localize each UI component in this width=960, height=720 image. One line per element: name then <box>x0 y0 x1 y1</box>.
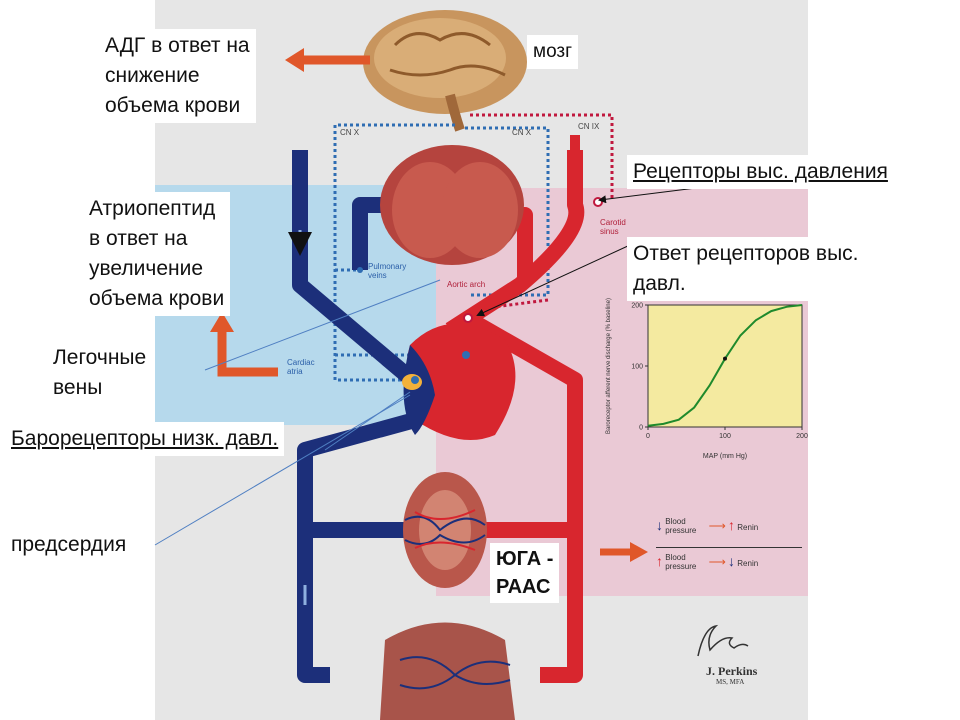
arrow-right-icon: ⟶ <box>708 555 726 569</box>
chart-y-tick-label: 100 <box>631 364 643 371</box>
vena-cava <box>297 412 418 683</box>
brain-label: мозг <box>527 35 579 69</box>
chart-x-tick-label: 200 <box>796 433 808 440</box>
high-pressure-response-label: Ответ рецепторов выс.давл. <box>627 237 865 301</box>
baroreceptor-chart: 0 100 200 0 100 200 MAP (mm Hg) Baroreceptor … <box>606 298 808 460</box>
artist-signature: J. Perkins MS, MFA <box>690 622 770 692</box>
brain-illustration <box>363 10 527 132</box>
arrow-right-icon: ⟶ <box>708 519 726 533</box>
cn-x-left-nerve <box>333 123 455 382</box>
chart-ylabel: Baroreceptor afferent nerve discharge (%… <box>606 298 612 434</box>
intestine-illustration <box>380 622 515 720</box>
arrow-down-icon: ↓ <box>728 553 736 569</box>
atria-label: предсердия <box>5 528 133 562</box>
high-pressure-receptors-label: Рецепторы выс. давления <box>627 155 894 189</box>
carotid-artery <box>445 150 585 337</box>
leader-pulmonary <box>204 279 441 371</box>
artist-name: J. Perkins <box>706 664 758 678</box>
leader-low-baro <box>324 391 411 451</box>
legend-divider <box>656 547 802 548</box>
leader-high-response <box>476 244 631 317</box>
cn-x-right-label: CN X <box>512 128 532 137</box>
leader-atria <box>154 394 411 546</box>
chart-plot-area <box>647 304 803 428</box>
cn-ix-nerve <box>470 113 614 200</box>
chart-x-tick-label: 100 <box>719 433 731 440</box>
chart-point <box>723 356 727 361</box>
atriopeptide-arrow <box>217 330 278 377</box>
arrow-up-icon: ↑ <box>728 517 736 533</box>
arrow-down-icon: ↓ <box>656 517 663 533</box>
chart-y-tick-label: 0 <box>639 425 643 432</box>
chart-xlabel: MAP (mm Hg) <box>703 453 747 460</box>
chart-y-tick-label: 200 <box>631 303 643 310</box>
chart-x-tick-label: 0 <box>646 433 650 440</box>
cn-x-left-label: CN X <box>340 128 360 137</box>
kidney-illustration <box>403 472 487 588</box>
netter-signature-mark <box>697 624 749 657</box>
heart-illustration <box>380 145 524 440</box>
jga-raas-label: ЮГА -РААС <box>490 543 560 603</box>
low-pressure-baroreceptors-label: Барорецепторы низк. давл. <box>5 422 285 456</box>
aortic-arch-label: Aortic arch <box>447 280 486 289</box>
jugular-vein <box>292 150 416 385</box>
arrow-up-icon: ↑ <box>656 553 663 569</box>
cn-ix-label: CN IX <box>578 122 600 131</box>
artist-degrees: MS, MFA <box>716 678 745 686</box>
